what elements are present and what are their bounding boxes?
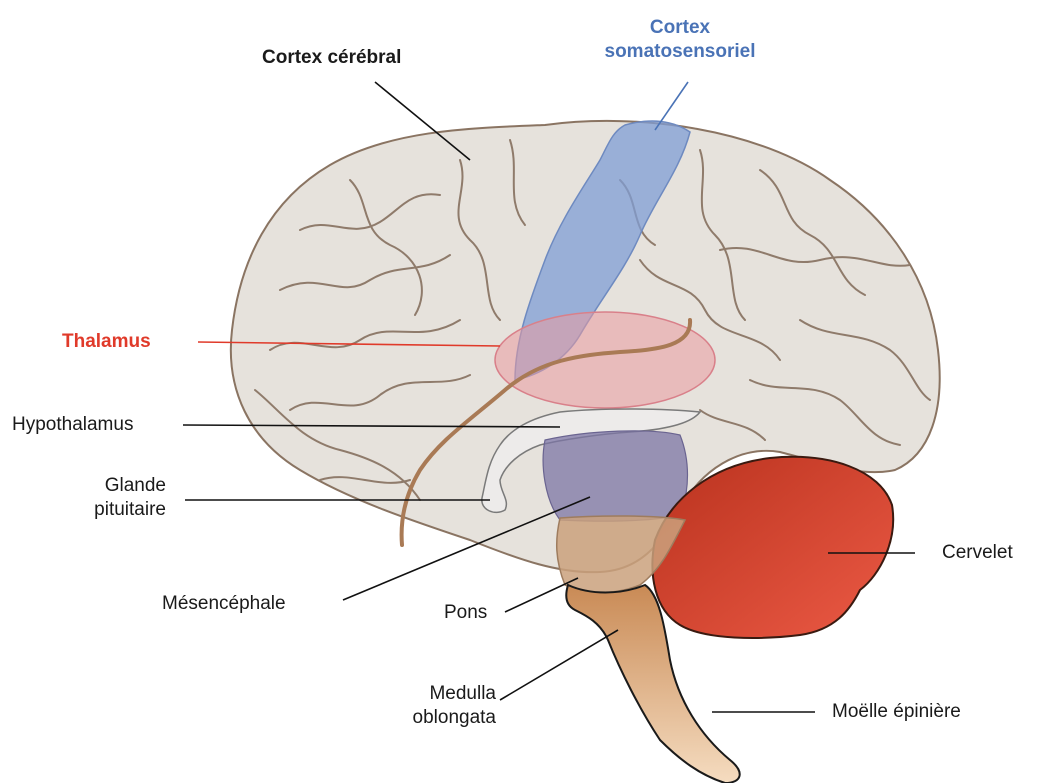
leader-medulla — [500, 630, 618, 700]
label-pons: Pons — [444, 601, 487, 625]
label-glande-pituitaire: Glande pituitaire — [40, 474, 166, 522]
label-moelle-epiniere: Moëlle épinière — [832, 700, 961, 724]
label-medulla-oblongata: Medulla oblongata — [380, 682, 496, 730]
label-mesencephale: Mésencéphale — [162, 592, 286, 616]
label-cortex-somato-line1: Cortex — [590, 16, 770, 40]
label-medulla-line2: oblongata — [380, 706, 496, 730]
label-cortex-somato-line2: somatosensoriel — [590, 40, 770, 64]
label-cortex-somatosensoriel: Cortex somatosensoriel — [590, 16, 770, 64]
thalamus — [495, 312, 715, 408]
label-cortex-cerebral: Cortex cérébral — [262, 46, 401, 70]
label-cervelet: Cervelet — [942, 541, 1013, 565]
label-medulla-line1: Medulla — [380, 682, 496, 706]
label-glande-line2: pituitaire — [40, 498, 166, 522]
label-hypothalamus: Hypothalamus — [12, 413, 133, 437]
label-thalamus: Thalamus — [62, 330, 151, 354]
label-glande-line1: Glande — [40, 474, 166, 498]
